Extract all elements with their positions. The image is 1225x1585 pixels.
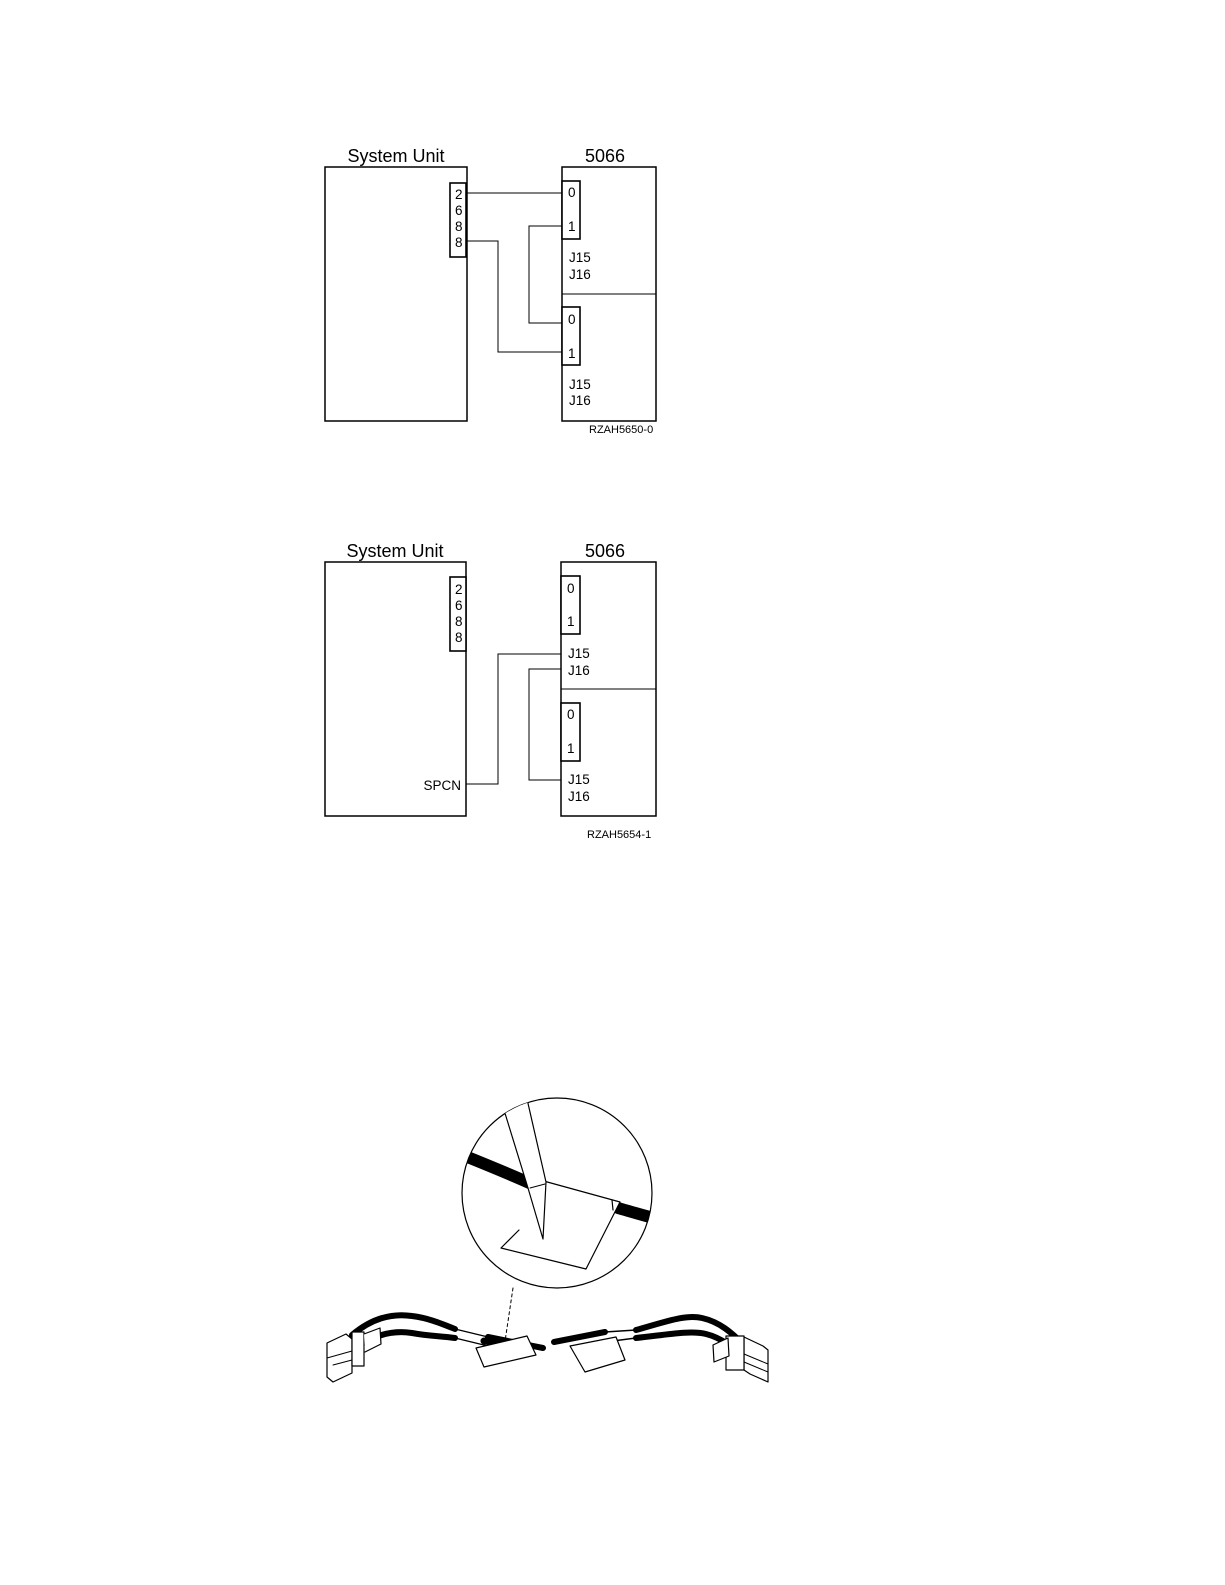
connector-plug [327, 1334, 352, 1382]
lower-j16-label: J16 [568, 789, 590, 804]
magnified-inset [455, 1098, 665, 1288]
upper-port-1-label: 1 [568, 219, 576, 234]
left-connector-assembly [327, 1315, 543, 1382]
cable-wire [529, 226, 562, 323]
lower-port-1-label: 1 [568, 346, 576, 361]
system-unit-title: System Unit [347, 146, 444, 166]
system-port-label: 8 [455, 219, 463, 234]
lower-port-0-label: 0 [567, 707, 575, 722]
expansion-unit-title: 5066 [585, 541, 625, 561]
figure-id: RZAH5650-0 [589, 424, 653, 436]
system-unit-box [325, 167, 467, 421]
cabling-diagram-1: System Unit 5066 2 6 8 8 0 1 J15 J16 0 1… [325, 146, 656, 436]
figure-id: RZAH5654-1 [587, 829, 651, 841]
system-unit-title: System Unit [346, 541, 443, 561]
fiber-cable-illustration [327, 1098, 768, 1382]
system-port-label: 8 [455, 614, 463, 629]
lower-j15-label: J15 [568, 772, 590, 787]
upper-port-0-label: 0 [567, 581, 575, 596]
system-port-label: 8 [455, 235, 463, 250]
spcn-port-label: SPCN [423, 778, 461, 793]
expansion-unit-title: 5066 [585, 146, 625, 166]
upper-port-0-label: 0 [568, 185, 576, 200]
cable-wire [466, 654, 561, 784]
system-port-label: 2 [455, 187, 463, 202]
system-port-label: 2 [455, 582, 463, 597]
upper-j16-label: J16 [569, 267, 591, 282]
upper-port-1-label: 1 [567, 614, 575, 629]
upper-j15-label: J15 [568, 646, 590, 661]
cable-wire [466, 241, 562, 352]
system-port-label: 6 [455, 203, 463, 218]
label-tag [570, 1337, 625, 1372]
cable-wire [529, 669, 561, 780]
right-connector-assembly [554, 1317, 768, 1382]
lower-port-0-label: 0 [568, 312, 576, 327]
upper-j16-label: J16 [568, 663, 590, 678]
system-port-label: 8 [455, 630, 463, 645]
system-port-label: 6 [455, 598, 463, 613]
lower-j15-label: J15 [569, 377, 591, 392]
lower-port-1-label: 1 [567, 741, 575, 756]
upper-j15-label: J15 [569, 250, 591, 265]
cabling-diagram-2: System Unit 5066 2 6 8 8 SPCN 0 1 J15 J1… [325, 541, 656, 841]
lower-j16-label: J16 [569, 393, 591, 408]
